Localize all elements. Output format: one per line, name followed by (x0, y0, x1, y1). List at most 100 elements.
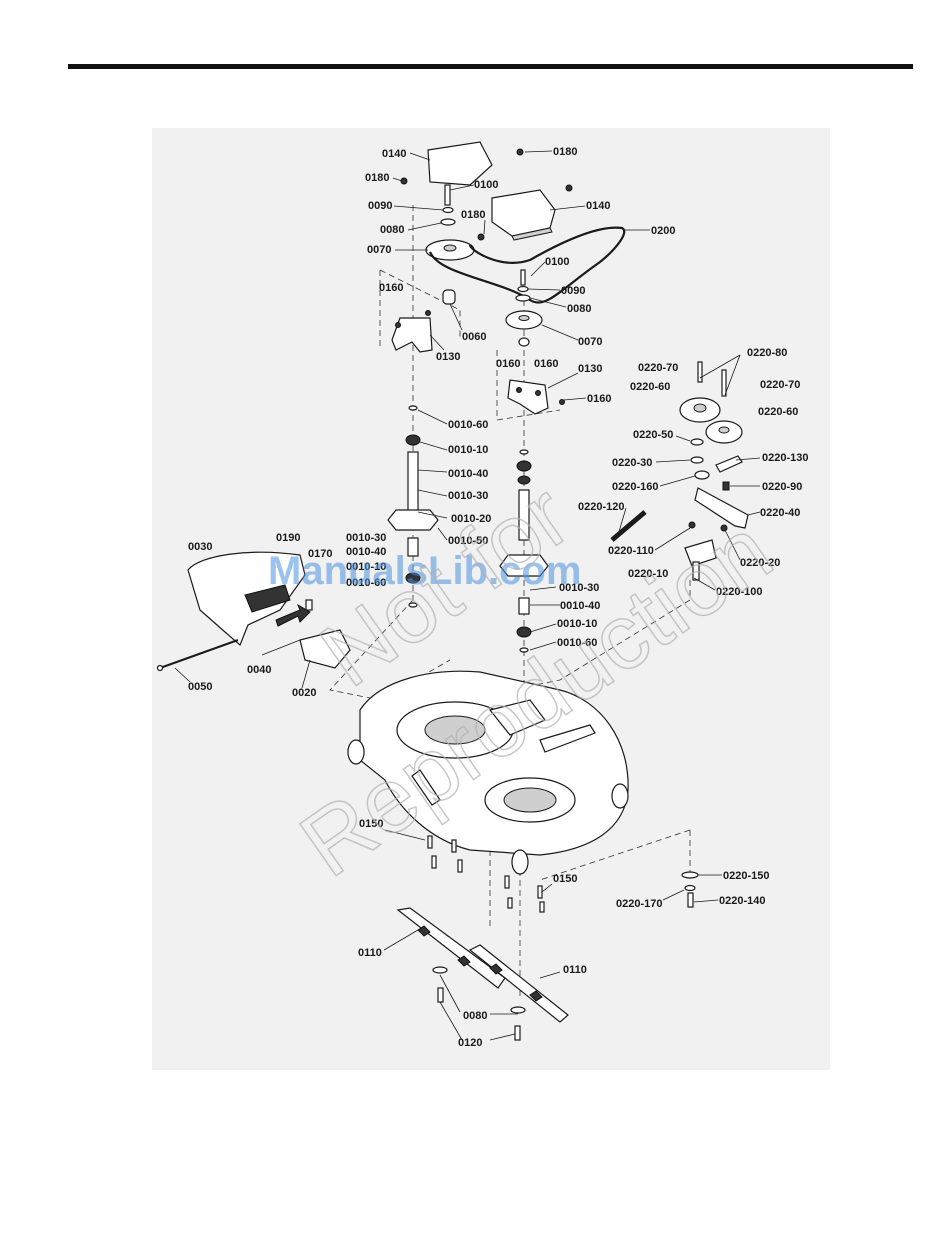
label-0220-170: 0220-170 (616, 898, 663, 910)
washer-0080-left (440, 218, 456, 226)
label-0140-right: 0140 (586, 200, 610, 212)
spindle-right-bearing-bottom (516, 626, 532, 638)
washer-0220-50 (690, 438, 704, 446)
blade-left-mark-2 (457, 955, 471, 967)
deck-belt-shield (488, 699, 546, 736)
label-0010-30-a: 0010-30 (448, 490, 488, 502)
spacer-0060 (442, 289, 456, 305)
blade-bolt-right (514, 1025, 521, 1041)
spindle-right-spacer (518, 597, 530, 615)
blade-right-mark-1 (489, 963, 503, 975)
spindle-right-washer-bottom (519, 647, 529, 653)
label-0010-10-c: 0010-10 (557, 618, 597, 630)
spindle-left-housing (387, 509, 439, 531)
spindle-left-bearing-top (405, 434, 421, 446)
idler-bracket-0220-40 (694, 487, 749, 529)
bolt-0180-right (565, 184, 573, 192)
label-0010-50: 0010-50 (448, 535, 488, 547)
label-0070-left: 0070 (367, 244, 391, 256)
label-0220-60-b: 0220-60 (758, 406, 798, 418)
spindle-left-spacer (407, 537, 419, 557)
idler-pulley-b-hub (718, 426, 730, 434)
label-0220-70-b: 0220-70 (760, 379, 800, 391)
label-0010-60-c: 0010-60 (557, 637, 597, 649)
callout-labels: 0140 0180 0180 0100 0090 0180 0140 0080 … (188, 146, 809, 1049)
label-0100-left: 0100 (474, 179, 498, 191)
blade-right-mark-2 (529, 990, 543, 1002)
label-0090-left: 0090 (368, 200, 392, 212)
label-0160-b: 0160 (496, 358, 520, 370)
label-0020: 0020 (292, 687, 316, 699)
washer-0090-left (442, 206, 454, 214)
label-0100-right: 0100 (545, 256, 569, 268)
label-0010-30-c: 0010-30 (559, 582, 599, 594)
washer-0220-30 (690, 456, 704, 464)
pulley-right-hub (518, 315, 530, 321)
header-rule (68, 64, 913, 69)
blade-bolt-left (437, 987, 444, 1003)
bolt-0180-mid (477, 233, 485, 241)
label-0180-left: 0180 (365, 172, 389, 184)
label-0060: 0060 (462, 331, 486, 343)
deck-wheel-front (511, 849, 529, 875)
pulley-left-hub (443, 244, 457, 252)
bracket-right (507, 379, 549, 415)
label-0080-bottom: 0080 (463, 1010, 487, 1022)
label-0220-140: 0220-140 (719, 895, 766, 907)
label-0130-left: 0130 (436, 351, 460, 363)
nut-0160-b (425, 310, 431, 316)
blade-left-mark-1 (417, 925, 431, 937)
label-0010-60-a: 0010-60 (448, 419, 488, 431)
nut-0160-c (516, 387, 522, 393)
label-0180-mid: 0180 (461, 209, 485, 221)
label-0030: 0030 (188, 541, 212, 553)
label-0040: 0040 (247, 664, 271, 676)
spindle-left-shaft (407, 451, 419, 513)
blade-right (468, 944, 569, 1023)
spindle-right-shaft (518, 489, 530, 541)
bolt-0220-80-b (721, 369, 727, 397)
blade-washer-left (432, 966, 448, 974)
nut-0160-d (535, 390, 541, 396)
watermark-site: ManualsLib.com (268, 549, 581, 593)
label-0010-40-a: 0010-40 (448, 468, 488, 480)
spindle-left-washer-bottom (408, 602, 418, 608)
label-0160-c: 0160 (534, 358, 558, 370)
label-0050: 0050 (188, 681, 212, 693)
label-0220-50: 0220-50 (633, 429, 673, 441)
belt-cover-left (427, 141, 493, 186)
label-0220-160: 0220-160 (612, 481, 659, 493)
idler-arm-0220-130 (715, 455, 743, 473)
nut-0160-e (559, 399, 565, 405)
spring-0190 (305, 599, 313, 611)
label-0080-left: 0080 (380, 224, 404, 236)
label-0160-a: 0160 (379, 282, 403, 294)
label-0220-30: 0220-30 (612, 457, 652, 469)
label-0090-right: 0090 (561, 285, 585, 297)
label-0070-right: 0070 (578, 336, 602, 348)
label-0010-10-b: 0010-10 (346, 561, 386, 573)
deck-hanger-left (411, 769, 441, 806)
deck-hanger-right (539, 724, 596, 753)
label-0140-left: 0140 (382, 148, 406, 160)
deck-bolts-0150 (427, 835, 545, 913)
bolt-0100-right (520, 269, 526, 286)
label-0010-60-b: 0010-60 (346, 577, 386, 589)
label-0220-70-a: 0220-70 (638, 362, 678, 374)
spindle-right-washer-top (519, 449, 529, 455)
nut-0160-a (395, 322, 401, 328)
washer-0220-170 (684, 884, 696, 892)
leader-lines (174, 150, 761, 1041)
label-0220-10: 0220-10 (628, 568, 668, 580)
nut-0220-20 (720, 524, 728, 532)
blade-washer-right (510, 1006, 526, 1014)
spindle-left-washer-top (408, 405, 418, 411)
label-0220-130: 0220-130 (762, 452, 809, 464)
label-0220-20: 0220-20 (740, 557, 780, 569)
bolt-0220-80-a (697, 361, 703, 383)
label-0220-80: 0220-80 (747, 347, 787, 359)
washer-0090-right (517, 285, 529, 293)
deck-wheel-right (611, 783, 629, 809)
label-0010-10-a: 0010-10 (448, 444, 488, 456)
